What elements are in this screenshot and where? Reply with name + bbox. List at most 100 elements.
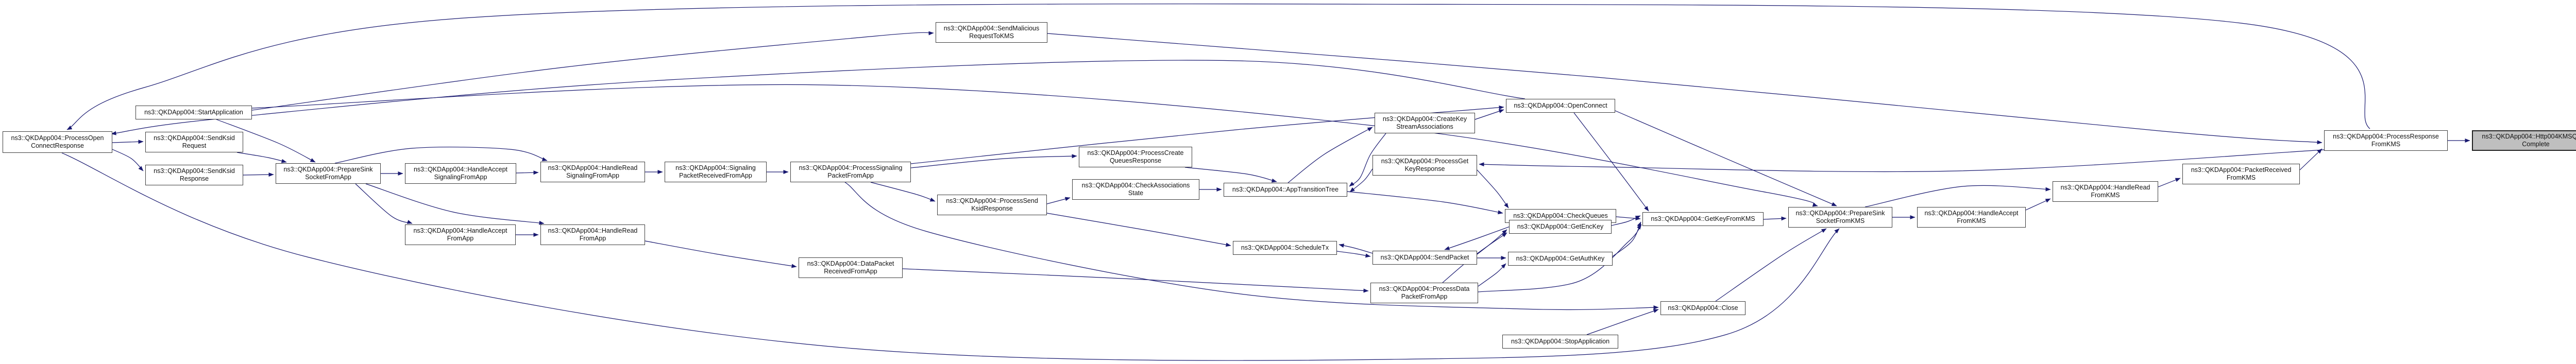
- edge-n1-n30: [61, 152, 1840, 361]
- graph-node-label: ConnectResponse: [31, 142, 84, 149]
- graph-node-label: ns3::QKDApp004::GetAuthKey: [1516, 255, 1605, 262]
- edge-n33-n34: [2299, 148, 2323, 170]
- graph-node-label: ns3::QKDApp004::HandleAccept: [413, 227, 507, 234]
- graph-node-n18[interactable]: ns3::QKDApp004::ScheduleTx: [1233, 241, 1337, 255]
- graph-node-n29[interactable]: ns3::QKDApp004::GetKeyFromKMS: [1642, 212, 1764, 226]
- graph-node-label: ns3::QKDApp004::SendPacket: [1380, 254, 1469, 261]
- graph-node-label: ns3::QKDApp004::Close: [1668, 304, 1738, 311]
- edge-n10-n21: [910, 105, 1504, 164]
- graph-node-n27[interactable]: ns3::QKDApp004::StopApplication: [1502, 335, 1618, 349]
- graph-node-label: QueuesResponse: [1109, 157, 1162, 164]
- graph-node-label: PacketReceivedFromApp: [679, 172, 752, 179]
- edge-n1-n4: [112, 149, 144, 171]
- graph-node-label: StreamAssociations: [1396, 123, 1453, 130]
- graph-node-n17[interactable]: ns3::QKDApp004::AppTransitionTree: [1224, 183, 1347, 197]
- graph-node-label: ns3::QKDApp004::StartApplication: [144, 109, 243, 116]
- graph-node-label: ns3::QKDApp004::HandleAccept: [413, 166, 508, 173]
- graph-node-label: ReceivedFromApp: [824, 268, 877, 275]
- graph-node-label: Request: [182, 142, 207, 149]
- edge-n34-n20: [1479, 149, 2325, 172]
- graph-node-n2[interactable]: ns3::QKDApp004::StartApplication: [135, 106, 252, 119]
- graph-node-label: SignalingFromApp: [434, 174, 487, 181]
- edge-n17-n19: [1287, 127, 1373, 183]
- graph-node-label: ns3::QKDApp004::HandleRead: [548, 227, 638, 234]
- graph-node-label: ns3::QKDApp004::PacketReceived: [2191, 166, 2292, 174]
- graph-node-label: ns3::QKDApp004::GetEncKey: [1517, 223, 1604, 230]
- edge-n11-n16: [1046, 197, 1071, 204]
- graph-node-label: Complete: [2522, 141, 2550, 148]
- edge-n17-n22: [1347, 191, 1503, 215]
- edge-n2-n30: [251, 84, 1818, 207]
- edge-n21-n29: [1573, 112, 1649, 212]
- graph-node-label: Response: [179, 175, 209, 182]
- edge-n20-n22: [1477, 169, 1509, 209]
- edge-n10-n11: [870, 182, 936, 202]
- graph-node-label: ns3::QKDApp004::DataPacket: [807, 260, 894, 267]
- edge-n34-n1: [66, 3, 2370, 130]
- graph-node-label: ns3::QKDApp004::ProcessSignaling: [799, 164, 903, 171]
- edge-n5-n7: [355, 183, 413, 224]
- graph-node-label: ns3::QKDApp004::OpenConnect: [1514, 102, 1607, 109]
- edge-n32-n33: [2158, 178, 2181, 187]
- graph-node-n28[interactable]: ns3::QKDApp004::Close: [1660, 301, 1745, 315]
- graph-node-label: ns3::QKDApp004::ProcessCreate: [1087, 149, 1184, 157]
- graph-node-n35[interactable]: ns3::QKDApp004::Http004KMSQueryComplete: [2472, 130, 2576, 151]
- graph-node-label: ns3::QKDApp004::ProcessGet: [1381, 158, 1469, 165]
- edge-n19-n21: [1475, 109, 1504, 120]
- edge-n11-n18: [1046, 213, 1231, 247]
- edge-n2-n14: [251, 31, 934, 111]
- graph-node-n23[interactable]: ns3::QKDApp004::SendPacket: [1372, 251, 1477, 265]
- graph-node-label: ns3::QKDApp004::HandleRead: [2060, 184, 2150, 191]
- graph-node-label: ns3::QKDApp004::Http004KMSQuery: [2482, 133, 2576, 140]
- graph-node-label: ns3::QKDApp004::PrepareSink: [1795, 210, 1885, 217]
- graph-node-label: RequestToKMS: [969, 32, 1014, 40]
- edge-n27-n28: [1586, 309, 1659, 335]
- graph-node-label: FromApp: [447, 235, 474, 242]
- edge-n20-n17: [1349, 168, 1373, 193]
- graph-node-label: ns3::QKDApp004::CreateKey: [1382, 115, 1467, 123]
- graph-node-label: ns3::QKDApp004::ProcessResponse: [2333, 133, 2439, 140]
- graph-node-n24[interactable]: ns3::QKDApp004::GetEncKey: [1509, 220, 1612, 234]
- graph-node-label: State: [1128, 189, 1144, 197]
- graph-node-n25[interactable]: ns3::QKDApp004::GetAuthKey: [1508, 252, 1613, 266]
- edge-n14-n34: [1047, 33, 2323, 145]
- edge-n5-n8: [334, 147, 548, 164]
- graph-node-label: SignalingFromApp: [566, 172, 619, 179]
- graph-node-label: SocketFromKMS: [1816, 217, 1865, 224]
- graph-node-label: ns3::QKDApp004::ProcessData: [1379, 285, 1470, 292]
- graph-node-label: ns3::QKDApp004::PrepareSink: [283, 166, 373, 173]
- graph-node-label: FromKMS: [2371, 141, 2401, 148]
- graph-node-label: ns3::QKDApp004::ProcessSend: [946, 197, 1038, 204]
- edge-n26-n25: [1478, 263, 1506, 287]
- graph-node-label: FromApp: [579, 235, 606, 242]
- edge-n5-n12: [365, 183, 545, 225]
- graph-node-n21[interactable]: ns3::QKDApp004::OpenConnect: [1506, 99, 1615, 113]
- graph-node-label: PacketFromApp: [827, 172, 874, 179]
- edge-n29-n30: [1763, 216, 1787, 221]
- edge-n3-n5: [236, 152, 287, 163]
